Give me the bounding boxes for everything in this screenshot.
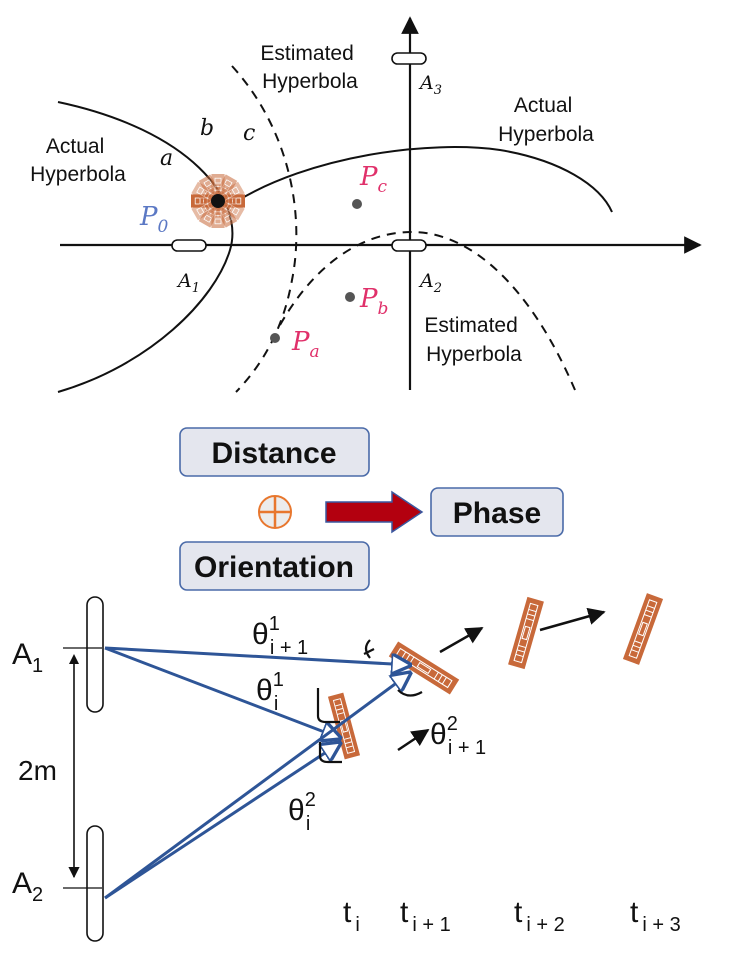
estimated-hyperbola-top-curve [231, 65, 298, 393]
antenna-a2-label: A2 [418, 270, 442, 296]
antenna-a1-label: A1 [176, 270, 200, 296]
point-pa-label: Pa [291, 327, 320, 362]
tag-ti1-icon [388, 640, 460, 696]
antenna-a3-icon [391, 52, 427, 65]
top-hyperbola-diagram: Estimated Hyperbola Actual Hyperbola Act… [30, 16, 702, 393]
estimated-hyperbola-bottom-label-2: Hyperbola [426, 343, 522, 366]
signal-a1-to-ti1-arrow [104, 646, 410, 665]
antenna-a2-icon [391, 239, 427, 252]
bottom-antenna-a1-label: A1 [12, 638, 43, 677]
actual-hyperbola-right-curve [231, 146, 613, 213]
point-pa-dot [270, 333, 280, 343]
svg-text:Estimated Hyperbola: Estimated Hyperbola [424, 314, 523, 366]
motion-arrow-3 [397, 728, 430, 752]
phase-box [430, 487, 564, 537]
phase-arrow-icon [325, 490, 424, 534]
actual-hyperbola-right-label-2: Hyperbola [498, 123, 594, 146]
separation-label: 2m [18, 755, 57, 786]
motion-arrow-2 [539, 607, 606, 632]
rotated-tags-icon [190, 173, 246, 229]
svg-text:Actual Hyperbola: Actual Hyperbola [498, 94, 594, 146]
tag-b-label: b [200, 116, 214, 141]
svg-text:Actual Hyperbola: Actual Hyperbola [30, 135, 126, 186]
actual-hyperbola-right-label-1: Actual [514, 94, 572, 117]
antenna-a2-bar [86, 825, 104, 942]
point-pc-label: Pc [359, 162, 388, 197]
actual-hyperbola-left-label-1: Actual [46, 135, 104, 158]
phase-label: Phase [453, 497, 541, 530]
distance-label: Distance [211, 437, 336, 470]
bottom-antenna-a2-label: A2 [12, 867, 43, 906]
estimated-hyperbola-top-label-1: Estimated [260, 42, 353, 65]
point-pb-dot [345, 292, 355, 302]
plus-circle-icon [258, 495, 292, 529]
signal-a2-to-ti-arrow [104, 743, 340, 900]
antenna-a3-label: A3 [418, 72, 442, 98]
actual-hyperbola-left-label-2: Hyperbola [30, 163, 126, 186]
antenna-a1-icon [171, 239, 207, 252]
actual-hyperbola-left-curve [57, 101, 234, 393]
middle-combination-diagram: Distance Orientation Phase [179, 427, 564, 591]
point-pc-dot [352, 199, 362, 209]
estimated-hyperbola-bottom-label-1: Estimated [424, 314, 517, 337]
point-pb-label: Pb [359, 284, 388, 319]
estimated-hyperbola-top-label-2: Hyperbola [262, 70, 358, 93]
orientation-label: Orientation [194, 551, 354, 584]
tag-ti2-icon [507, 596, 545, 670]
estimated-hyperbola-bottom-curve [279, 230, 576, 391]
distance-box [179, 427, 370, 477]
antenna-a1-bar [86, 596, 104, 713]
signal-a1-to-ti-arrow [104, 646, 340, 738]
motion-arrow-1 [439, 626, 484, 654]
point-p0-label: P0 [139, 202, 169, 237]
svg-text:Estimated Hyperbola: Estimated Hyperbola [260, 42, 359, 93]
orientation-box [179, 541, 370, 591]
tag-a-label: a [160, 146, 173, 171]
signal-a2-to-ti1-arrow [104, 673, 410, 900]
tag-c-label: c [243, 121, 255, 146]
tag-ti3-icon [622, 592, 664, 666]
